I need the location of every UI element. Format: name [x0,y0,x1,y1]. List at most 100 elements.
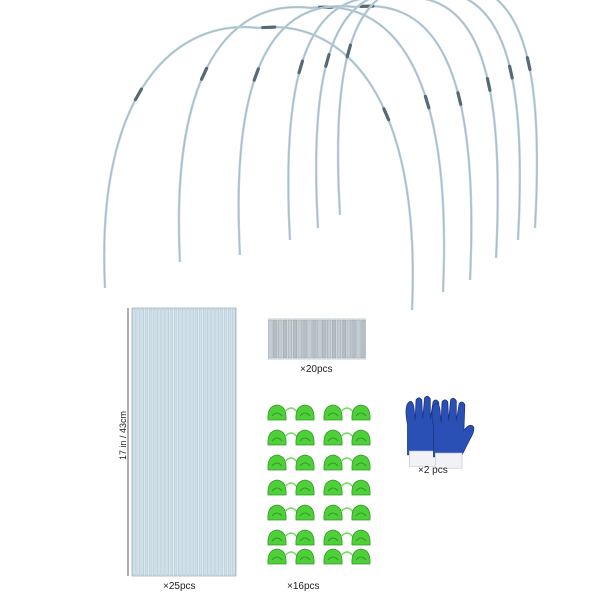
clip-groove [355,512,367,517]
connector-tube [273,319,278,359]
clip-groove [327,556,339,561]
connector-tube [341,319,346,359]
clip-groove [327,537,339,542]
connector-tube [332,319,337,359]
rod [182,308,186,576]
clip-groove [299,556,311,561]
connector-tube [268,319,273,359]
connector-tube [297,319,302,359]
rod [228,308,232,576]
hoop-joint [507,64,514,80]
connector-tube [361,319,366,359]
connector-tube [317,319,322,359]
hoop-joint [345,43,353,59]
gloves-count-label: ×2 pcs [418,465,448,476]
rod [194,308,198,576]
rod [186,308,190,576]
connector-tube [292,319,297,359]
clip-strap [284,482,298,488]
glove-palm-coating [431,397,475,458]
clip-groove [355,537,367,542]
rod [140,308,144,576]
clip-strap [340,551,354,557]
fiberglass-rods-bundle [127,307,237,577]
connector-tube [351,319,356,359]
clip-strap [284,457,298,463]
rod [157,308,161,576]
rod [169,308,173,576]
hoop-joint [133,87,144,102]
rod-length-label: 17 in / 43cm [118,410,128,460]
rod [136,308,140,576]
rod [215,308,219,576]
connector-tube [302,319,307,359]
clip-groove [355,437,367,442]
clip-strap [340,457,354,463]
clip-groove [327,412,339,417]
clip-strap [284,507,298,513]
connector-tube [312,319,317,359]
clip-groove [327,462,339,467]
clip-groove [299,512,311,517]
glove-cuff [435,452,463,469]
clip-groove [299,412,311,417]
hoop-joint [423,94,431,110]
clip-groove [355,487,367,492]
connector-tube [346,319,351,359]
hoop-arch-edge [337,0,538,229]
clip-groove [271,512,283,517]
connector-tube [336,319,342,359]
clip-groove [355,556,367,561]
hoop-arch [314,0,522,241]
hoop-joint [456,91,463,107]
tube-connectors-bundle [268,318,366,360]
rod [207,308,211,576]
garden-gloves [405,395,475,469]
rod [173,308,178,576]
clip-groove [327,487,339,492]
rod [178,308,182,576]
hoop-joint [297,59,305,75]
hoop-arch-edge [287,0,499,259]
clip-groove [271,462,283,467]
connector-tube [283,319,288,359]
hoop-arches [102,0,539,311]
hoop-arch-edge [178,6,445,293]
clip-groove [299,462,311,467]
rod [132,308,136,576]
connector-tube [287,319,293,359]
rod [153,308,157,576]
clips-count-label: ×16pcs [287,581,320,592]
rod [165,308,169,576]
rod [219,308,223,576]
clip-groove [271,437,283,442]
rod [144,308,149,576]
hoop-joint [252,67,260,82]
clip-strap [284,432,298,438]
connector-tube [327,319,332,359]
green-clips-grid [267,404,371,565]
connectors-count-label: ×20pcs [300,364,333,375]
clip-strap [340,507,354,513]
hoop-joint [525,56,532,72]
connector-tube [278,319,283,359]
clip-groove [299,537,311,542]
clip-strap [284,551,298,557]
rod [149,308,153,576]
clip-groove [271,537,283,542]
clip-groove [271,412,283,417]
connector-tube [356,319,361,359]
clip-groove [271,556,283,561]
hoop-joint [324,53,331,68]
rod [198,308,203,576]
clip-groove [299,437,311,442]
rod [232,308,236,576]
rod [203,308,207,576]
clip-groove [327,437,339,442]
hoop-arch-edge [238,5,472,281]
clip-strap [284,532,298,538]
clip-strap [340,407,354,413]
clip-groove [355,412,367,417]
hoop-arch-edge [315,0,521,241]
clip-groove [355,462,367,467]
